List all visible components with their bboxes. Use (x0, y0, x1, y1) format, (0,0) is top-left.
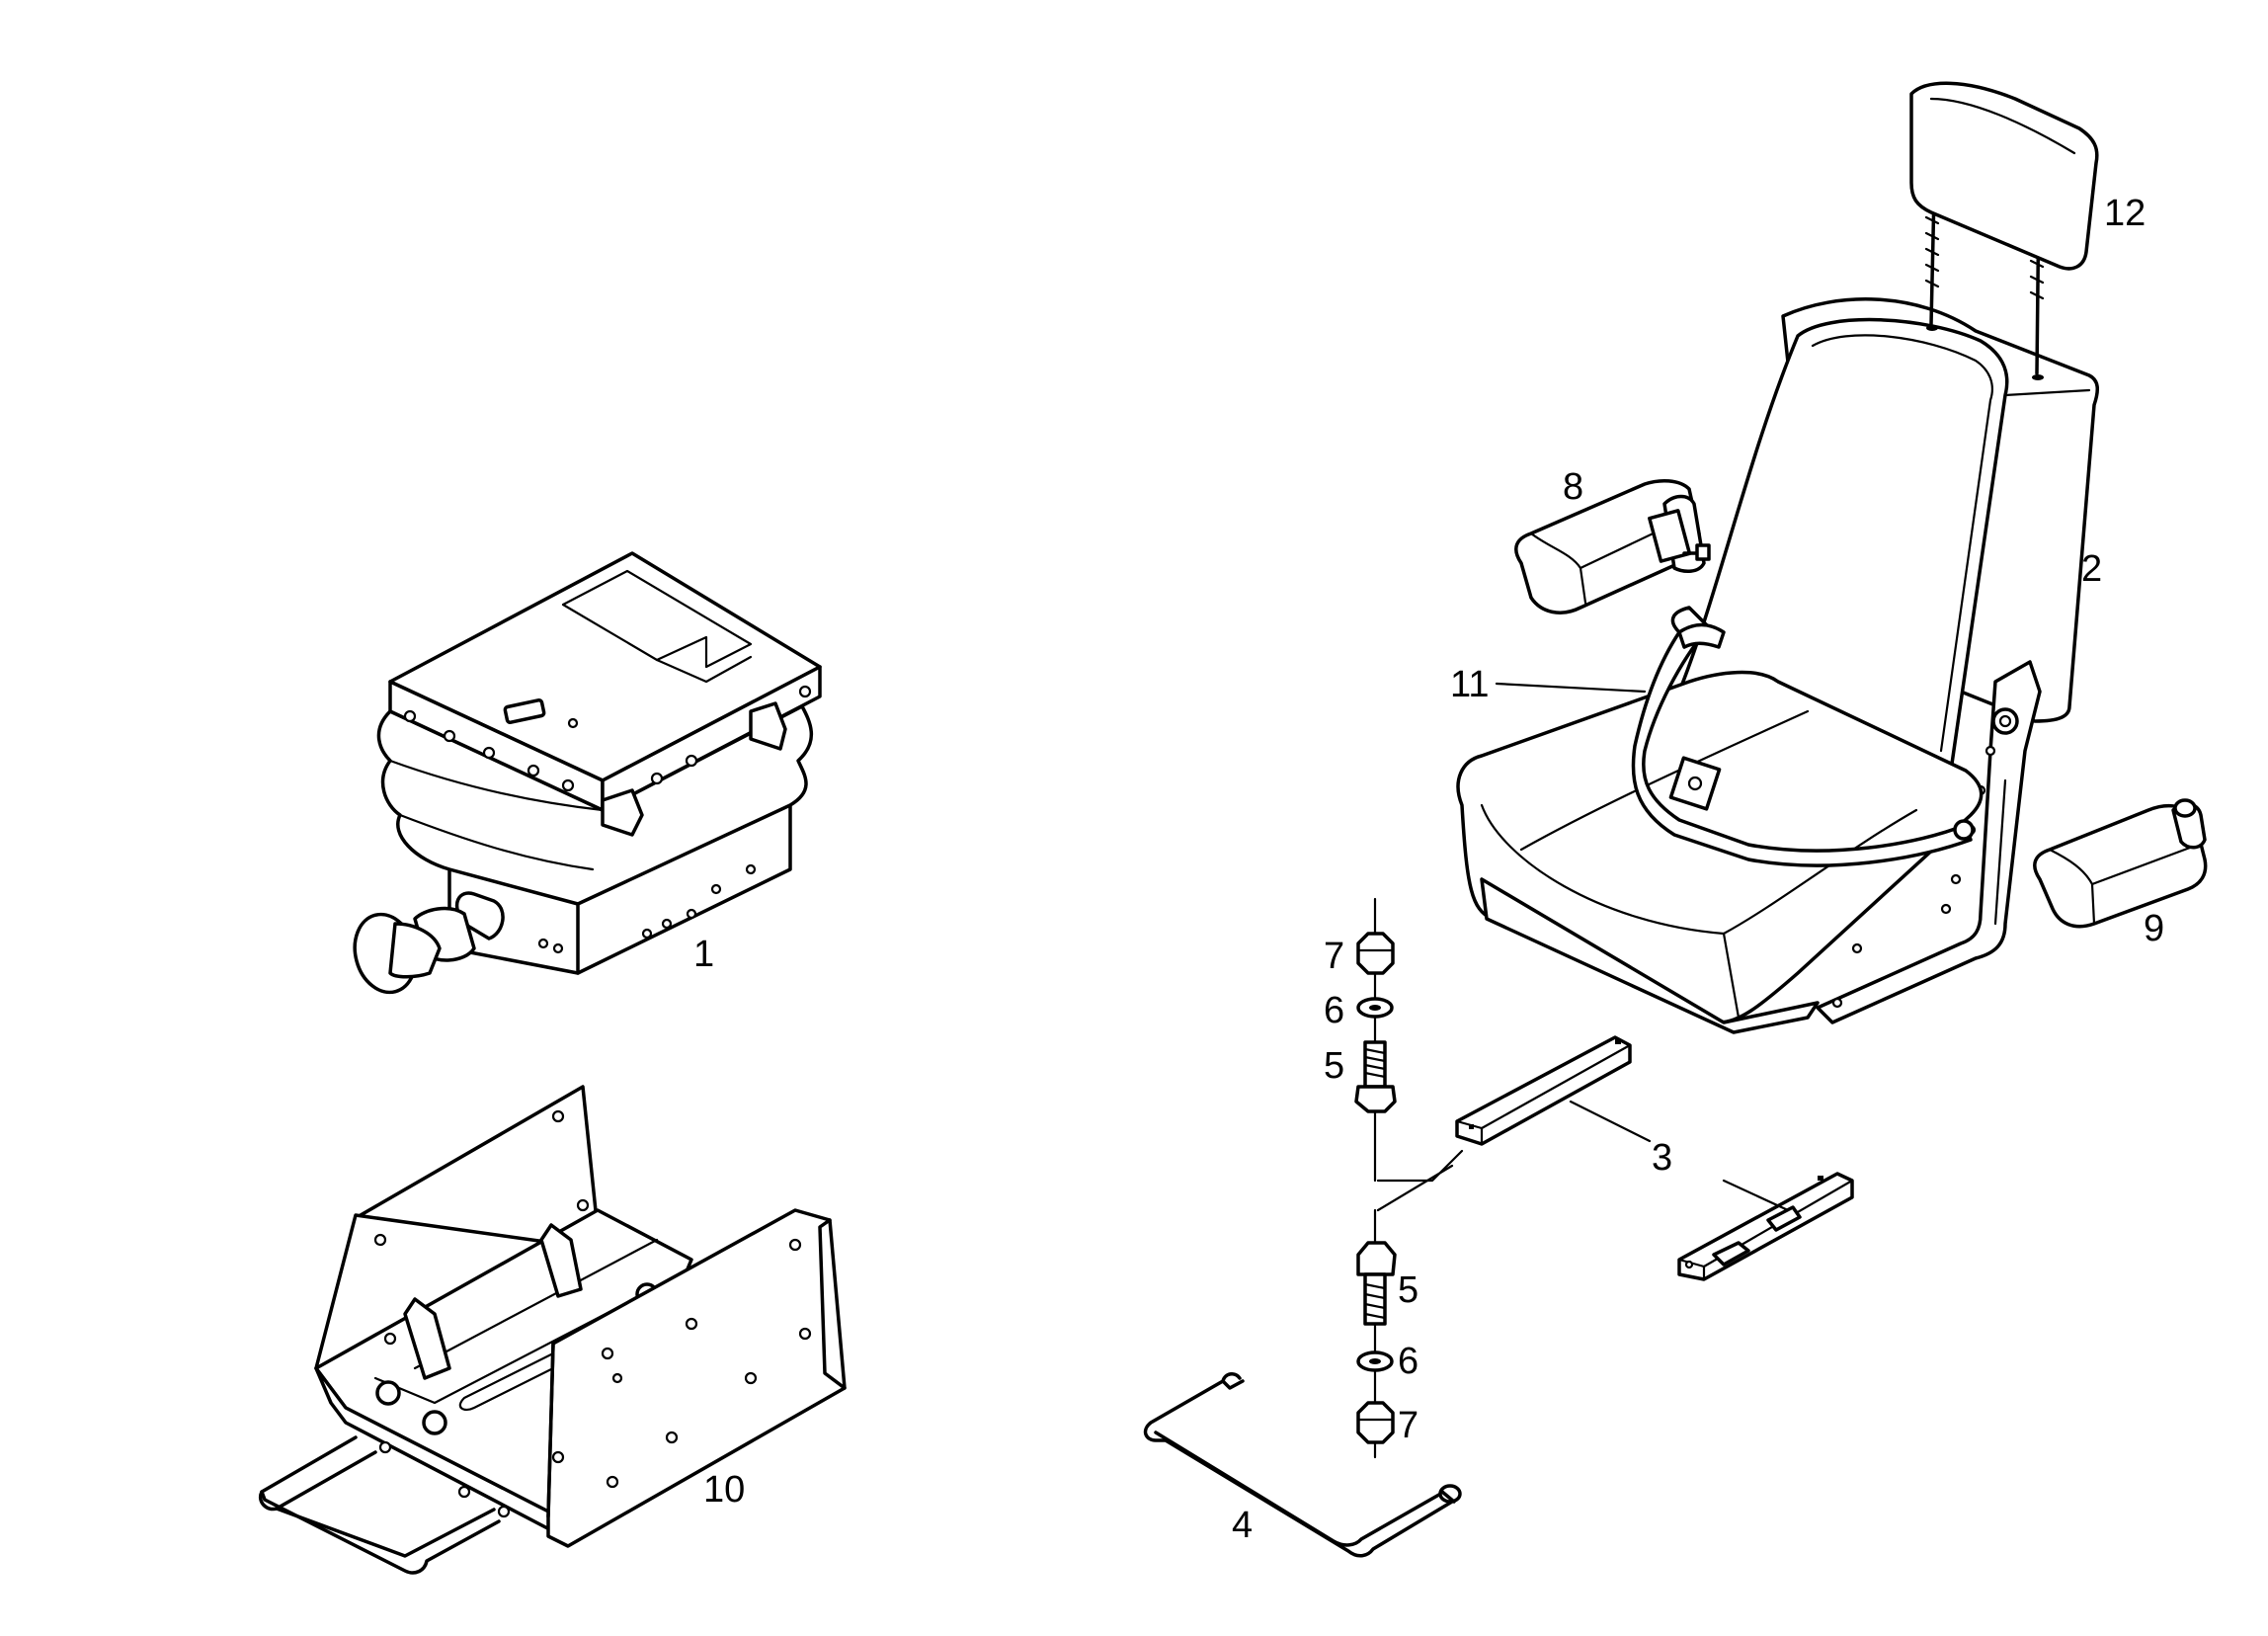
label-washer-lower: 6 (1398, 1341, 1418, 1382)
armrest-right-part (2033, 798, 2208, 929)
label-seat-suspension: 1 (693, 934, 714, 975)
label-seat-base-frame: 10 (703, 1469, 745, 1511)
label-armrest-left: 8 (1563, 466, 1583, 508)
seat-part (1456, 81, 2100, 1034)
label-headrest: 12 (2104, 193, 2146, 234)
hardware-lower-stack (1356, 1208, 1397, 1459)
label-nut-upper: 7 (1324, 936, 1344, 977)
label-seat-belt: 11 (1450, 664, 1489, 705)
hardware-upper-stack (1354, 897, 1397, 1183)
seat-suspension-part (353, 551, 822, 995)
label-nut-lower: 7 (1398, 1405, 1418, 1446)
adjust-rod-part (1143, 1372, 1462, 1558)
seat-belt-leader (1495, 682, 1647, 694)
label-adjust-rod: 4 (1232, 1505, 1253, 1546)
label-washer-upper: 6 (1324, 990, 1344, 1031)
label-slide-rail: 3 (1652, 1137, 1672, 1179)
slide-rail-part (1376, 1035, 1854, 1281)
label-seat: 2 (2081, 548, 2102, 590)
seat-base-frame-part (259, 1085, 847, 1575)
armrest-left-part (1514, 478, 1711, 614)
label-bolt-upper: 5 (1324, 1045, 1344, 1087)
label-bolt-lower: 5 (1398, 1269, 1418, 1311)
label-armrest-right: 9 (2144, 908, 2164, 949)
